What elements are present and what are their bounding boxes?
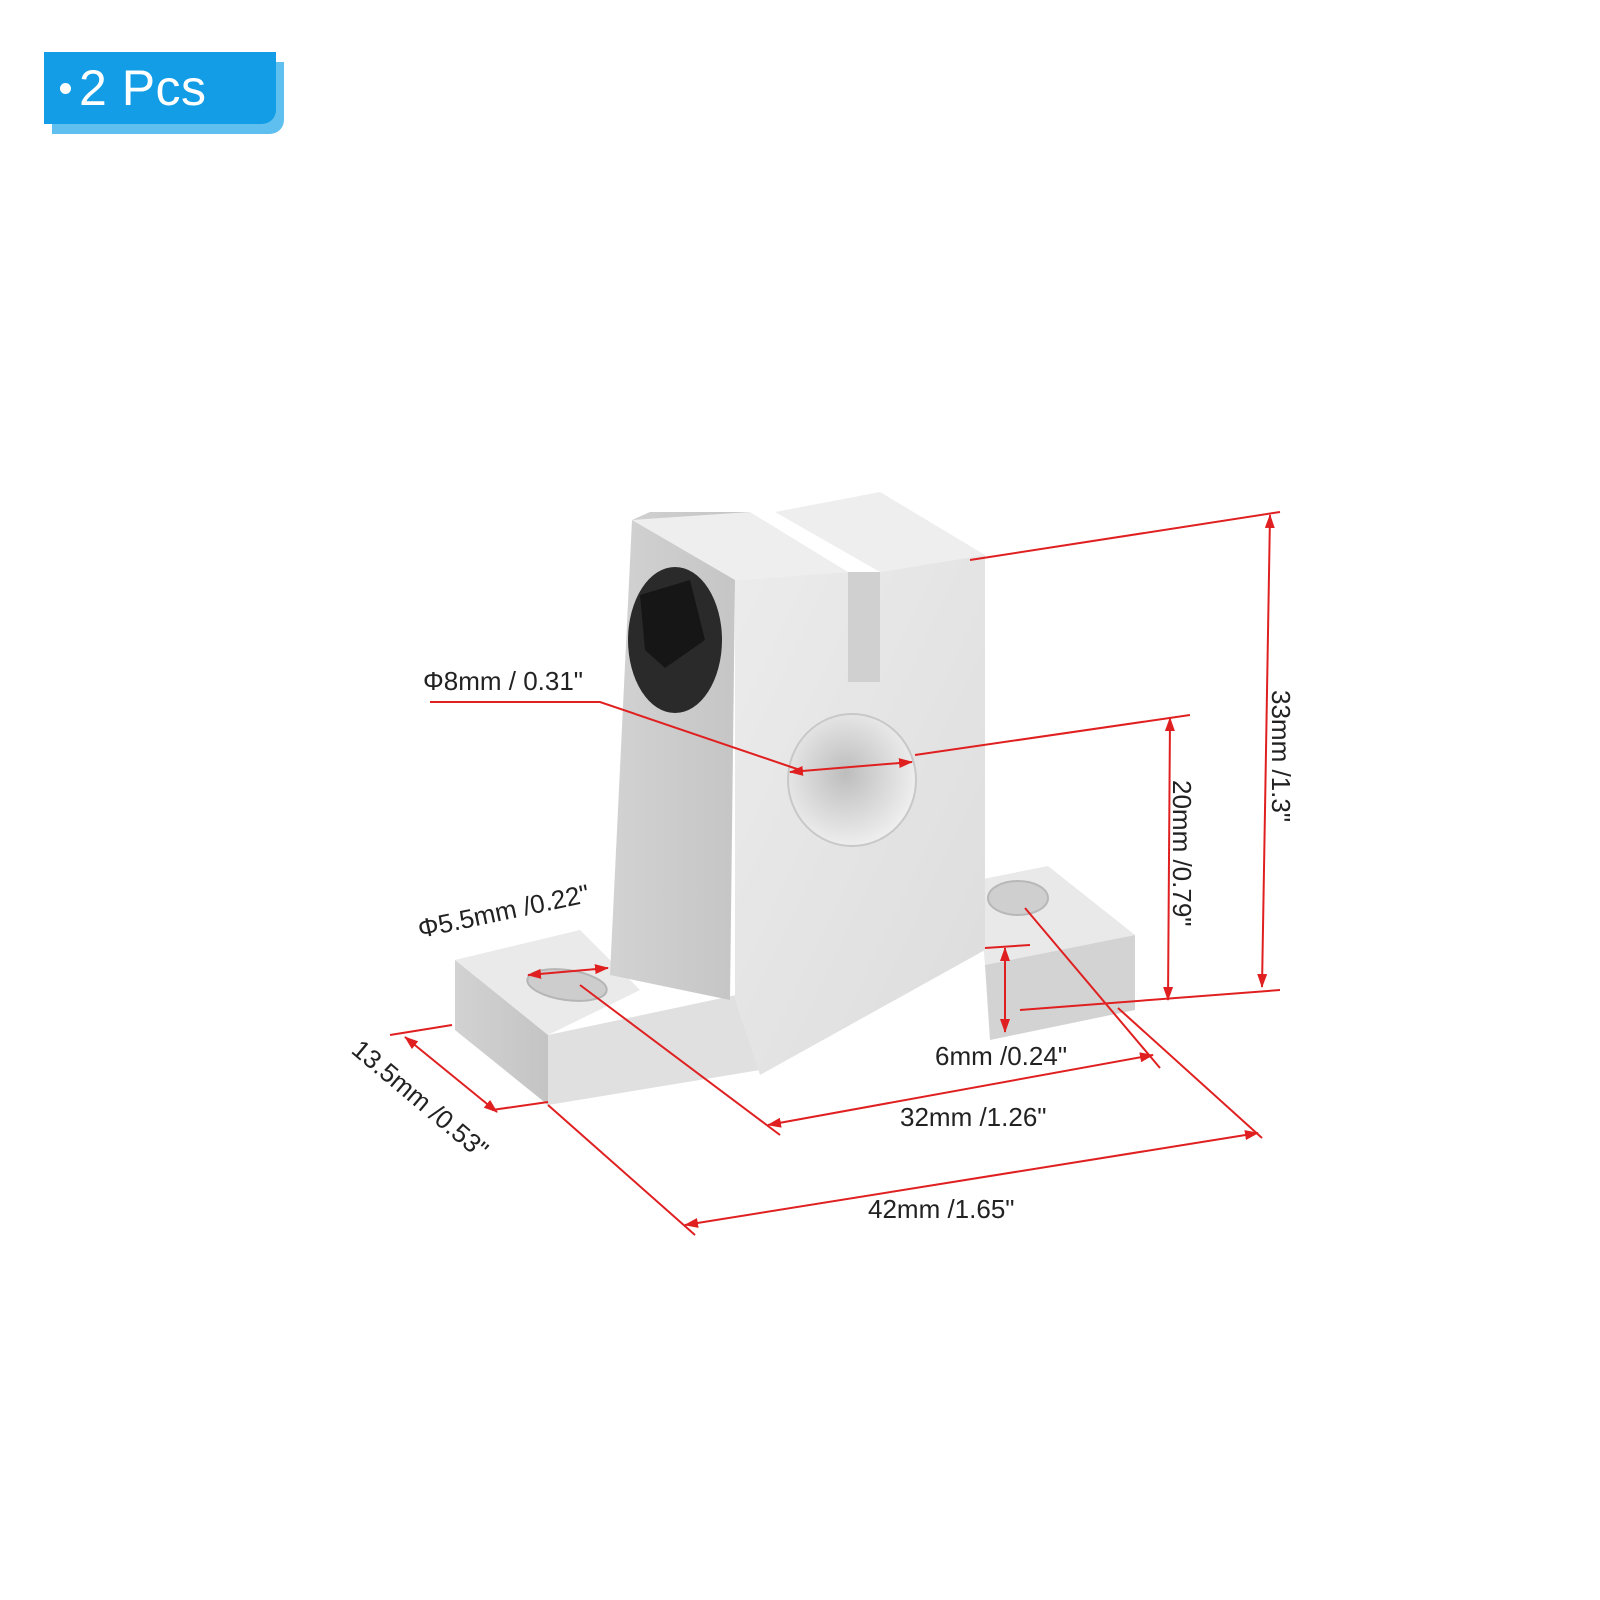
ext-line-right-hole [1024,907,1161,1069]
shaft-bore [787,713,917,847]
mount-hole-dimension [527,964,609,979]
badge-body: 2 Pcs [44,52,276,124]
hex-socket-icon [640,580,705,668]
base-width-dimension [404,1036,498,1113]
ext-line-top [969,511,1281,561]
quantity-badge: 2 Pcs [44,52,284,134]
center-height-dimension [1163,717,1175,1001]
quantity-label: 2 Pcs [79,60,207,116]
left-flange-front [548,990,760,1105]
dimension-lines [389,511,1281,1236]
ext-line-width-front [491,1101,549,1111]
left-flange-side [455,960,548,1105]
bore-diameter-dimension [789,758,913,776]
ext-line-left-hole [579,984,781,1136]
hole-spacing-label: 32mm /1.26" [900,1102,1047,1132]
ext-line-center [914,714,1191,756]
ext-line-base-left [547,1104,696,1236]
ext-line-base-right [1117,1007,1263,1139]
ext-line-base-top [984,944,1031,949]
upright-left-top [632,512,848,580]
total-height-label: 33mm /1.3" [1266,690,1296,822]
base-length-label: 42mm /1.65" [868,1194,1015,1224]
shaft-support-part [455,492,1135,1105]
ext-line-width-back [389,1024,453,1036]
bore-leader [430,701,801,771]
right-mount-hole [987,880,1049,916]
hole-spacing-dimension [767,1052,1154,1128]
base-thickness-label: 6mm /0.24" [935,1041,1067,1071]
clamp-slot [848,572,880,682]
right-flange-front [985,935,1135,1040]
ext-line-bottom [1019,989,1281,1011]
center-height-label: 20mm /0.79" [1167,780,1197,927]
bore-diameter-label: Φ8mm / 0.31" [423,666,583,696]
base-length-dimension [684,1130,1259,1228]
upright-right-top [775,492,985,572]
total-height-dimension [1257,514,1275,988]
bullet-icon [60,82,71,94]
base-width-label: 13.5mm /0.53" [346,1034,494,1165]
